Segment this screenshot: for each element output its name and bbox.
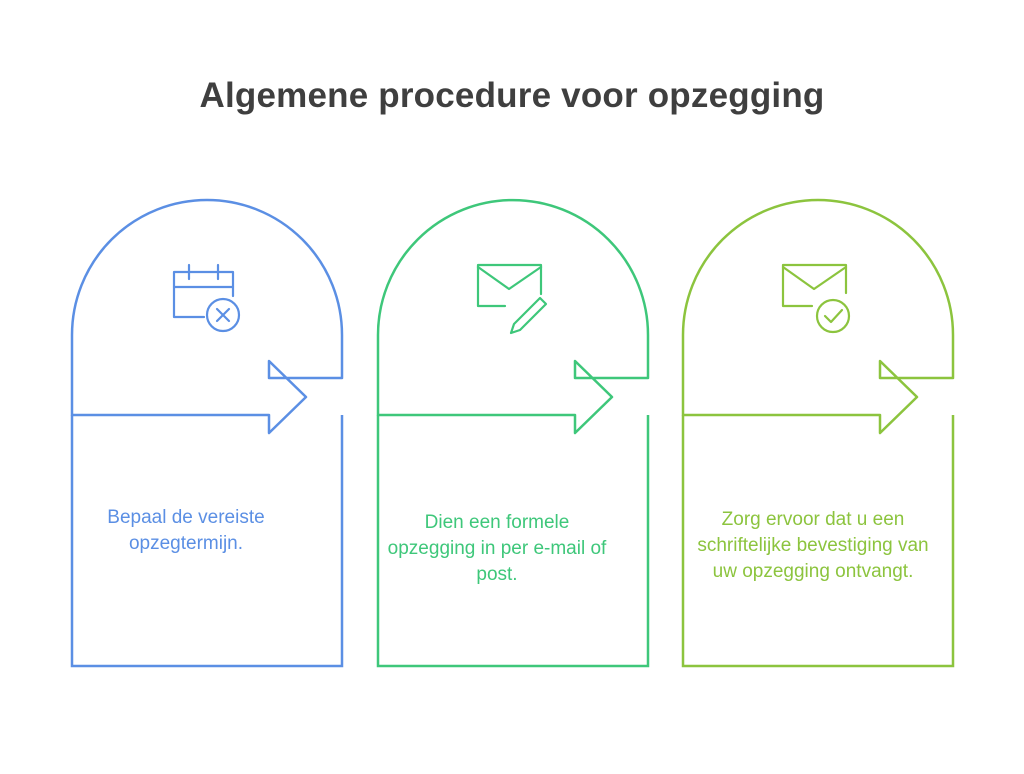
- step-1: [70, 198, 344, 668]
- diagram-title: Algemene procedure voor opzegging: [199, 76, 825, 115]
- step-1-arch: [70, 198, 344, 435]
- step-1-text: Bepaal de vereiste opzegtermijn.: [107, 507, 265, 554]
- step-3-box: [681, 415, 955, 668]
- step-1-box: [70, 415, 344, 668]
- step-3: [681, 198, 955, 668]
- calendar-x-icon: [172, 263, 241, 333]
- step-2-box: [376, 415, 650, 668]
- step-2-arch: [376, 198, 650, 435]
- step-3-text: Zorg ervoor dat u een schriftelijke beve…: [697, 509, 929, 582]
- envelope-check-icon: [781, 263, 851, 334]
- step-2-text: Dien een formele opzegging in per e-mail…: [387, 512, 607, 585]
- envelope-pencil-icon: [476, 263, 548, 335]
- step-2: [376, 198, 650, 668]
- step-3-arch: [681, 198, 955, 435]
